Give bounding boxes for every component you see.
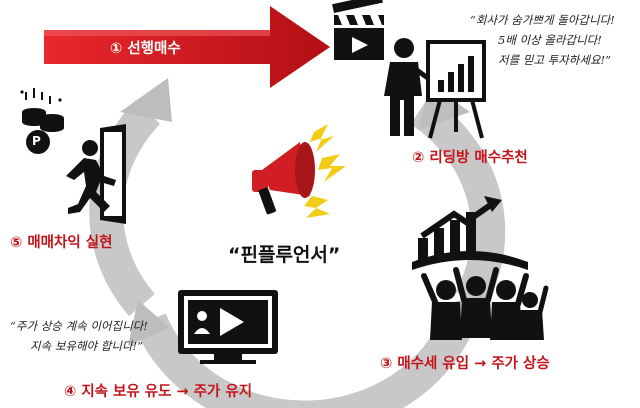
presenter-icon: [384, 38, 486, 139]
quote-top-right: “회사가 숨가쁘게 돌아갑니다! 5배 이상 올라갑니다! 저를 믿고 투자하세…: [470, 10, 615, 70]
arrow-head-3: [128, 300, 170, 346]
monitor-play-icon: [178, 290, 278, 364]
exit-runner-icon: [66, 124, 126, 224]
quote-line: “주가 상승 계속 이어집니다!: [10, 319, 148, 333]
lightning-icon-1: [310, 124, 334, 152]
rising-chart-icon: [412, 196, 528, 270]
crowd-icon: [421, 267, 549, 340]
arrow-head-4: [120, 78, 172, 122]
lightning-icon-2: [318, 154, 346, 182]
quote-line: “회사가 숨가쁘게 돌아갑니다!: [470, 13, 615, 27]
quote-line: 지속 보유해야 합니다!”: [30, 339, 144, 353]
quote-line: 5배 이상 올라갑니다!: [498, 33, 602, 47]
lightning-icon-3: [304, 196, 330, 218]
center-title: “핀플루언서”: [228, 244, 341, 266]
step-4-label: ④ 지속 보유 유도 → 주가 유지: [64, 384, 253, 400]
quote-line: 저를 믿고 투자하세요!”: [498, 53, 612, 67]
coin-p-letter: P: [32, 134, 41, 148]
clapperboard-icon: [332, 0, 384, 60]
step-3-label: ③ 매수세 유입 → 주가 상승: [380, 356, 550, 372]
coins-icon: [20, 88, 64, 154]
quote-bottom-left: “주가 상승 계속 이어집니다! 지속 보유해야 합니다!”: [10, 316, 148, 356]
step-5-label: ⑤ 매매차익 실현: [10, 235, 113, 251]
megaphone-icon: [252, 124, 346, 218]
step-1-label: ① 선행매수: [110, 41, 181, 57]
step-2-label: ② 리딩방 매수추천: [412, 150, 528, 166]
red-arrow: [44, 6, 330, 88]
